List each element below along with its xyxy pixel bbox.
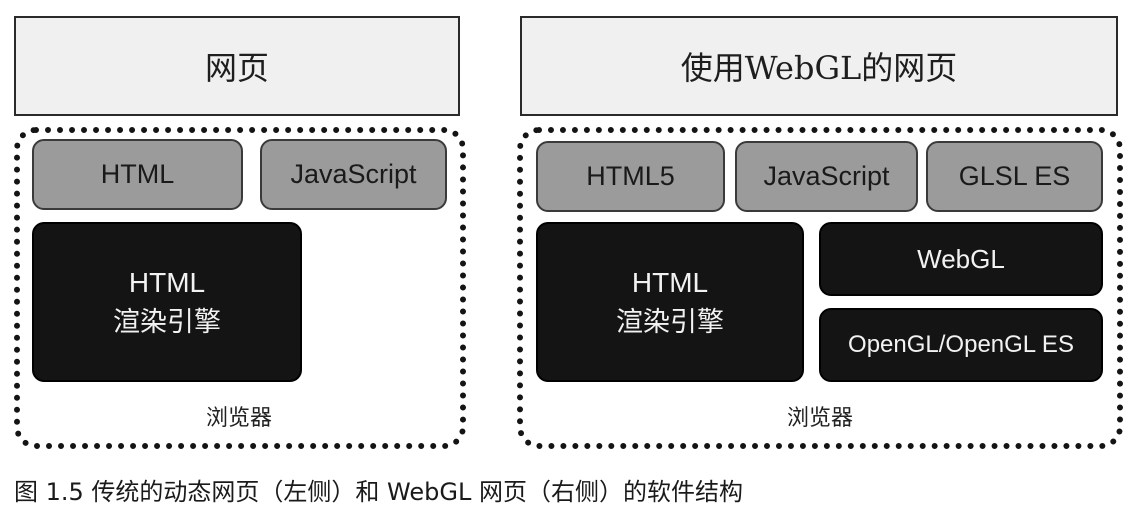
figure-caption: 图 1.5 传统的动态网页（左侧）和 WebGL 网页（右侧）的软件结构 [14,478,743,506]
right-engine-line2: 渲染引擎 [616,306,724,338]
right-webpage-box: 使用WebGL的网页 [520,16,1118,116]
right-html5-layer: HTML5 [536,141,725,212]
left-engine-line1: HTML [128,266,206,298]
left-engine-line2: 渲染引擎 [113,306,221,338]
left-html-render-engine: HTML 渲染引擎 [32,222,302,382]
right-browser-boundary [517,127,1123,449]
right-glsl-es-layer: GLSL ES [926,141,1103,212]
right-browser-label: 浏览器 [786,406,853,431]
left-html-layer: HTML [32,139,243,210]
left-browser-boundary [14,127,466,449]
left-browser-label: 浏览器 [205,406,272,431]
right-engine-line1: HTML [631,266,709,298]
right-webgl-layer: WebGL [819,222,1103,296]
right-html-render-engine: HTML 渲染引擎 [536,222,804,382]
right-opengl-layer: OpenGL/OpenGL ES [819,308,1103,382]
left-javascript-layer: JavaScript [260,139,447,210]
left-webpage-box: 网页 [14,16,460,116]
right-javascript-layer: JavaScript [735,141,918,212]
